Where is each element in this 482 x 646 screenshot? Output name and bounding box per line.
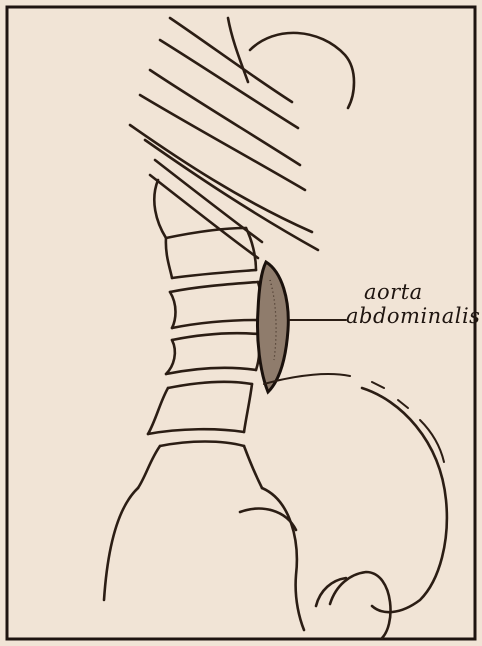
pelvis-contour [420,420,444,462]
rib [160,40,298,128]
sacrum-edge [138,446,160,488]
contour-dash [372,382,384,388]
vertebral-column [138,180,262,488]
contour-dash [398,400,408,408]
vertebra-edge [244,384,252,432]
vertebra-edge [148,388,168,434]
acetabulum [330,572,391,638]
vertebra-edge [154,180,172,278]
vertebra-edge [166,368,256,374]
vertebra-edge [148,429,244,434]
diaphragm-outline [250,33,354,108]
rib [150,70,300,165]
iliac-crest-left [104,488,138,600]
vertebra-edge [172,270,256,278]
femoral-head-outline [362,388,447,612]
pelvis [104,388,447,638]
label-abdominalis: abdominalis [346,304,480,328]
vertebra-edge [168,382,252,388]
label-aorta: aorta [364,280,423,304]
vertebra-edge [172,320,258,328]
vertebra-edge [166,228,246,238]
sacrum-edge [244,446,262,488]
rib [145,140,318,250]
rib [140,95,305,190]
vertebra-edge [166,340,175,374]
vertebra-edge [170,292,176,328]
aorta-shape [257,262,288,392]
rib-end [228,18,248,82]
vertebra-edge [170,282,258,292]
vertebra-edge [172,333,258,340]
vertebra-edge [160,442,244,447]
